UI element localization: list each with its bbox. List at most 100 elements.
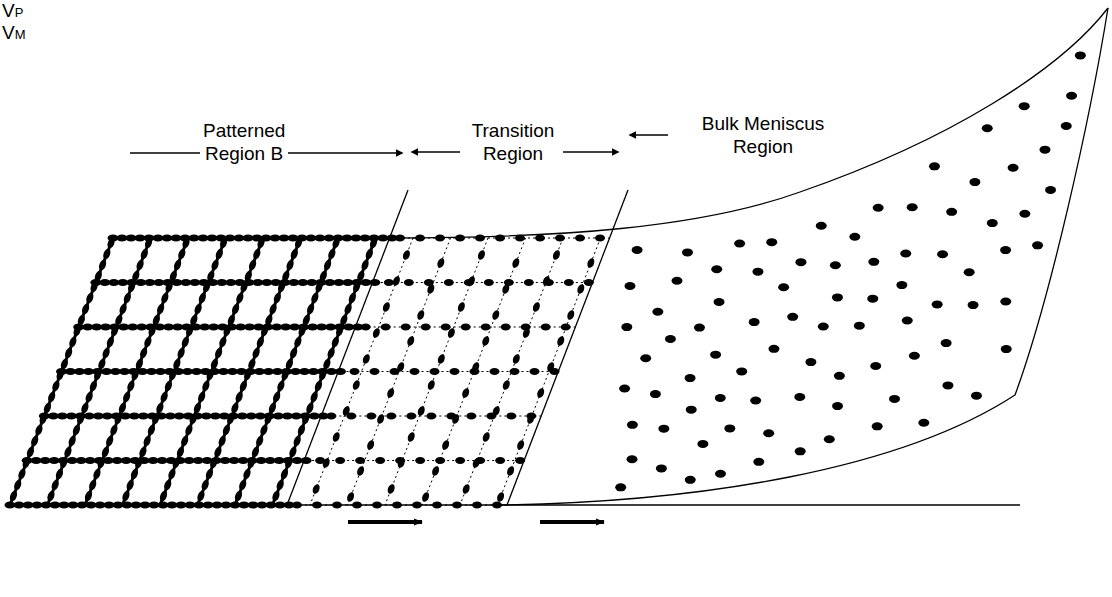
particle bbox=[71, 424, 81, 437]
particle bbox=[873, 204, 884, 212]
particle bbox=[292, 502, 302, 509]
particle bbox=[318, 270, 328, 283]
particle bbox=[360, 259, 370, 272]
particle bbox=[450, 368, 460, 375]
particle bbox=[536, 387, 546, 399]
particle bbox=[515, 457, 525, 464]
pattern-line bbox=[198, 238, 301, 505]
particle bbox=[406, 413, 416, 420]
particle bbox=[632, 246, 643, 254]
particle bbox=[134, 457, 144, 470]
dimension-line bbox=[560, 151, 618, 152]
particle bbox=[909, 352, 920, 360]
particle bbox=[900, 250, 911, 258]
particle bbox=[929, 162, 940, 170]
particle bbox=[122, 391, 132, 404]
particle bbox=[255, 336, 265, 349]
particle bbox=[323, 259, 333, 272]
particle bbox=[937, 250, 948, 258]
particle bbox=[1032, 241, 1043, 249]
particle bbox=[163, 380, 173, 393]
particle bbox=[356, 270, 366, 283]
particle bbox=[832, 293, 843, 301]
particle bbox=[416, 309, 426, 321]
particle bbox=[471, 457, 481, 469]
particle bbox=[151, 413, 161, 426]
particle bbox=[575, 235, 585, 242]
particle bbox=[226, 314, 236, 327]
particle bbox=[127, 281, 137, 294]
pattern-line bbox=[10, 238, 113, 505]
particle bbox=[231, 303, 241, 316]
particle bbox=[427, 379, 437, 391]
particle bbox=[576, 283, 586, 295]
particle bbox=[431, 465, 441, 477]
particle bbox=[1045, 186, 1056, 194]
particle bbox=[372, 502, 382, 509]
particle bbox=[396, 457, 406, 469]
particle bbox=[714, 298, 725, 306]
particle bbox=[849, 233, 860, 241]
particle bbox=[386, 387, 396, 399]
particle bbox=[9, 490, 19, 503]
particle bbox=[522, 327, 532, 339]
particle bbox=[276, 380, 286, 393]
particle bbox=[942, 381, 953, 389]
particle bbox=[321, 457, 331, 469]
particle bbox=[252, 248, 262, 261]
particle bbox=[21, 457, 31, 470]
particle bbox=[510, 368, 520, 375]
particle bbox=[346, 491, 356, 503]
particle bbox=[350, 368, 360, 375]
particle bbox=[147, 325, 157, 338]
particle bbox=[288, 446, 298, 459]
particle bbox=[481, 324, 491, 331]
particle bbox=[392, 502, 402, 509]
particle bbox=[197, 292, 207, 305]
pattern-line bbox=[273, 238, 376, 505]
particle bbox=[868, 258, 879, 266]
particle bbox=[372, 327, 382, 339]
particle bbox=[139, 248, 149, 261]
particle bbox=[1066, 92, 1077, 100]
particle bbox=[264, 314, 274, 327]
particle bbox=[347, 292, 357, 305]
velocity-label: VP bbox=[0, 0, 44, 22]
particle bbox=[301, 413, 311, 426]
particle bbox=[192, 402, 202, 415]
particle bbox=[38, 413, 48, 426]
particle bbox=[175, 446, 185, 459]
particle bbox=[306, 303, 316, 316]
particle bbox=[247, 358, 257, 371]
particle bbox=[343, 303, 353, 316]
particle bbox=[1075, 51, 1086, 59]
particle bbox=[512, 353, 522, 365]
particle bbox=[172, 358, 182, 371]
particle bbox=[98, 259, 108, 272]
particle bbox=[135, 259, 145, 272]
particle bbox=[63, 446, 73, 459]
particle bbox=[173, 259, 183, 272]
particle bbox=[475, 235, 485, 242]
particle bbox=[481, 431, 491, 443]
particle bbox=[546, 361, 556, 373]
particle bbox=[301, 314, 311, 327]
particle bbox=[753, 458, 764, 466]
particle bbox=[964, 268, 975, 276]
particle bbox=[795, 447, 806, 455]
particle bbox=[64, 347, 74, 360]
particle bbox=[805, 358, 816, 366]
particle bbox=[214, 347, 224, 360]
particle bbox=[281, 270, 291, 283]
particle bbox=[326, 347, 336, 360]
particle bbox=[131, 270, 141, 283]
region-label: Patterned Region B bbox=[200, 119, 288, 165]
particle bbox=[495, 235, 505, 242]
particle bbox=[159, 391, 169, 404]
particle bbox=[210, 259, 220, 272]
particle bbox=[415, 235, 425, 242]
particle bbox=[652, 308, 663, 316]
particle bbox=[787, 313, 798, 321]
particle bbox=[205, 369, 215, 382]
